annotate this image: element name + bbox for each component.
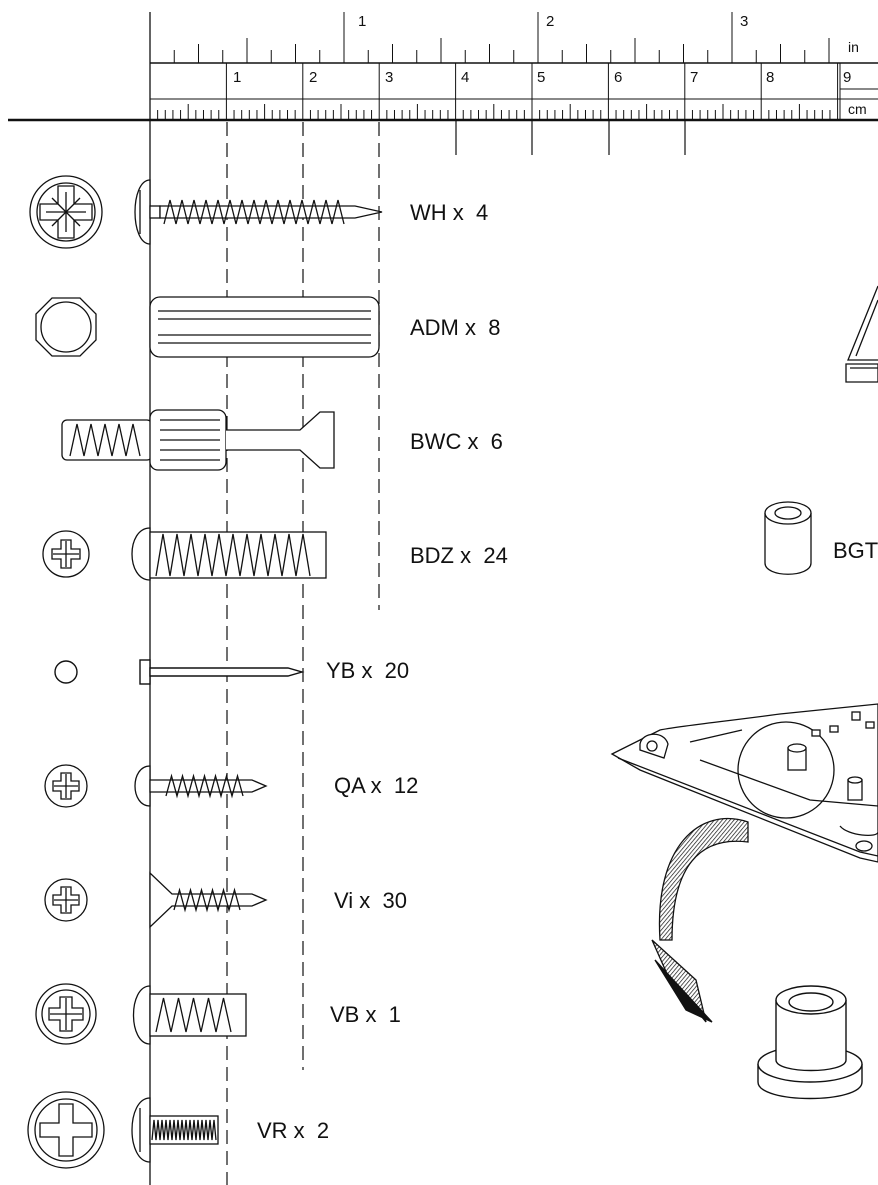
vr-screw-icon [27, 1091, 105, 1169]
part-label-bdz: BDZ x 24 [410, 543, 508, 568]
cm-mark-3: 3 [385, 69, 394, 86]
part-label-vr: VR x 2 [257, 1118, 330, 1143]
cm-unit-label: cm [848, 101, 867, 117]
cm-mark-6: 6 [614, 69, 623, 86]
bdz-screw-icon [42, 530, 90, 578]
adm-dowel-side-icon [149, 296, 380, 358]
inch-scale-ticks [149, 12, 830, 63]
inch-mark-2: 2 [546, 13, 555, 30]
part-label-bgt: BGT [833, 538, 878, 563]
cm-mark-8: 8 [766, 69, 775, 86]
qa-screw-side-icon [134, 765, 268, 807]
bdz-screw-side-icon [131, 527, 327, 581]
part-label-vb: VB x 1 [330, 1002, 401, 1027]
part-label-bwc: BWC x 6 [410, 429, 503, 454]
cm-mark-9: 9 [843, 69, 852, 86]
vb-screw-side-icon [132, 985, 247, 1045]
drawer-runner-bracket-icon [610, 703, 878, 863]
part-label-wh: WH x 4 [410, 200, 489, 225]
inch-mark-1: 1 [358, 13, 367, 30]
runner-top-fragment-icon [845, 285, 878, 383]
inch-mark-3: 3 [740, 13, 749, 30]
part-label-adm: ADM x 8 [410, 315, 501, 340]
part-label-qa: QA x 12 [334, 773, 419, 798]
vr-screw-side-icon [131, 1097, 219, 1163]
cm-mark-2: 2 [309, 69, 318, 86]
part-label-vi: Vi x 30 [334, 888, 407, 913]
inch-unit-label: in [848, 39, 859, 55]
yb-nail-icon [54, 659, 305, 685]
vi-screw-side-icon [149, 871, 268, 929]
wh-screw-icon [29, 175, 103, 249]
qa-screw-icon [44, 764, 88, 808]
rotate-arrow-icon [651, 817, 749, 1023]
cm-mark-5: 5 [537, 69, 546, 86]
adm-dowel-icon [35, 297, 97, 357]
vb-screw-icon [35, 983, 97, 1045]
vi-screw-icon [44, 878, 88, 922]
cm-scale-ticks [149, 63, 839, 120]
plastic-foot-icon [757, 985, 863, 1100]
bwc-cam-bolt-icon [61, 409, 335, 471]
wh-screw-side-icon [134, 179, 383, 245]
cm-mark-1: 1 [233, 69, 242, 86]
cm-mark-7: 7 [690, 69, 699, 86]
bgt-spacer-icon [764, 501, 812, 575]
cm-mark-4: 4 [461, 69, 470, 86]
part-label-yb: YB x 20 [326, 658, 410, 683]
